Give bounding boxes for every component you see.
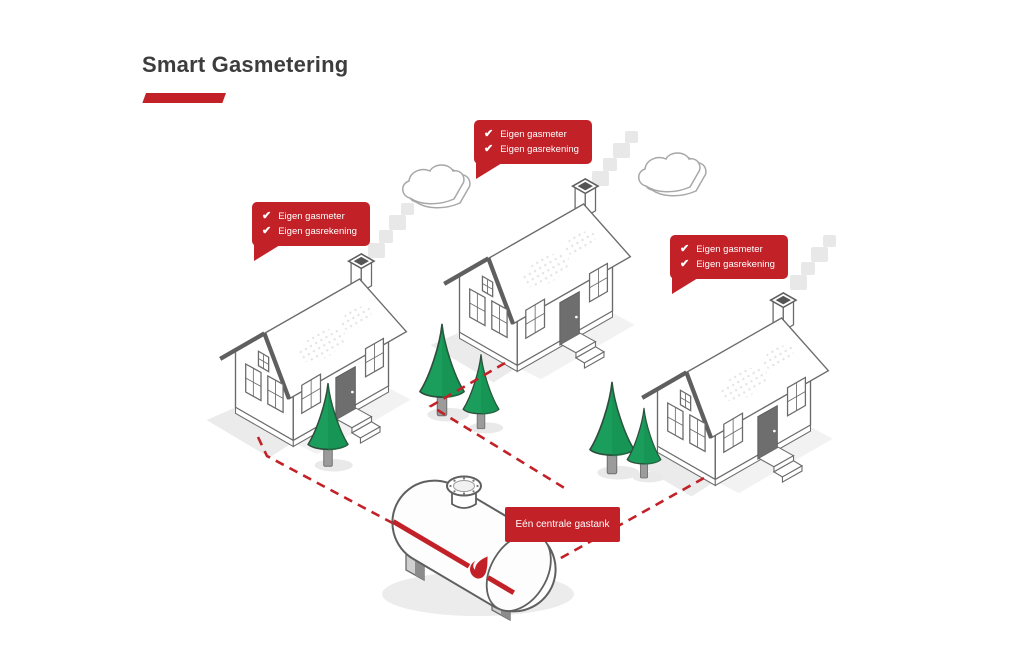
check-icon: ✔ xyxy=(484,128,494,140)
callout-line: Eigen gasmeter xyxy=(696,244,763,255)
callout-house-1: ✔ Eigen gasmeter ✔ Eigen gasrekening xyxy=(252,202,370,261)
callout-house-2: ✔ Eigen gasmeter ✔ Eigen gasrekening xyxy=(474,120,592,179)
check-icon: ✔ xyxy=(680,243,690,255)
callout-line: Eigen gasrekening xyxy=(500,144,579,155)
callout-line: Eigen gasrekening xyxy=(696,259,775,270)
flame-icon xyxy=(470,556,488,579)
tree xyxy=(589,381,641,481)
callout-line: Eigen gasrekening xyxy=(278,226,357,237)
tank-valve xyxy=(446,475,482,509)
pipe-house-1 xyxy=(256,436,401,529)
smoke-icon xyxy=(592,131,638,186)
check-icon: ✔ xyxy=(484,143,494,155)
pipe-house-2 xyxy=(428,361,567,491)
check-icon: ✔ xyxy=(680,258,690,270)
cloud xyxy=(639,153,706,196)
page-title: Smart Gasmetering xyxy=(142,52,349,77)
tank-label: Eén centrale gastank xyxy=(505,507,620,542)
callout-line: Eigen gasmeter xyxy=(500,129,567,140)
pipe-house-3 xyxy=(551,476,705,565)
smoke-icon xyxy=(368,203,414,258)
check-icon: ✔ xyxy=(262,225,272,237)
check-icon: ✔ xyxy=(262,210,272,222)
cloud xyxy=(403,165,470,208)
callout-line: Eigen gasmeter xyxy=(278,211,345,222)
house-1 xyxy=(207,254,411,458)
smoke-icon xyxy=(790,235,836,290)
house-3 xyxy=(629,293,833,497)
callout-house-3: ✔ Eigen gasmeter ✔ Eigen gasrekening xyxy=(670,235,788,294)
house-2 xyxy=(431,179,635,383)
gas-tank xyxy=(382,475,574,622)
